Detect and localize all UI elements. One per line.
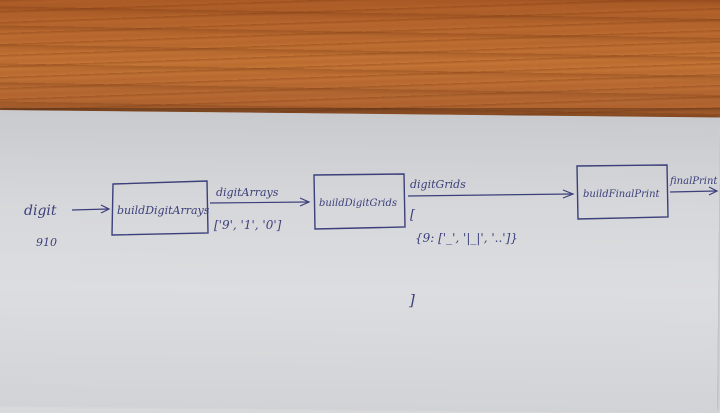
arrow-box1-to-box2 bbox=[209, 197, 311, 207]
edge1-label: digitArrays bbox=[216, 186, 279, 199]
input-label: digit bbox=[24, 203, 57, 219]
box-build-final-print bbox=[576, 164, 669, 220]
box1-label: buildDigitArrays bbox=[117, 204, 210, 217]
output-label: finalPrint bbox=[669, 176, 718, 187]
arrow-box3-to-output bbox=[669, 186, 719, 196]
edge2-close-bracket: ] bbox=[408, 291, 415, 309]
arrow-box2-to-box3 bbox=[407, 189, 575, 199]
box-build-digit-grids bbox=[313, 173, 406, 230]
input-value: 910 bbox=[36, 236, 57, 249]
edge2-value: {9: ['_', '|_|', '..']} bbox=[415, 231, 518, 245]
box3-label: buildFinalPrint bbox=[583, 189, 661, 200]
paper-shadow bbox=[0, 108, 720, 114]
box-build-digit-arrays bbox=[111, 180, 209, 236]
edge2-label: digitGrids bbox=[410, 178, 466, 191]
arrow-input-to-box1 bbox=[71, 204, 111, 214]
wooden-desk-background bbox=[0, 0, 720, 118]
box2-label: buildDigitGrids bbox=[319, 198, 397, 209]
edge2-open-bracket: [ bbox=[410, 208, 416, 223]
edge1-value: ['9', '1', '0'] bbox=[214, 218, 282, 232]
